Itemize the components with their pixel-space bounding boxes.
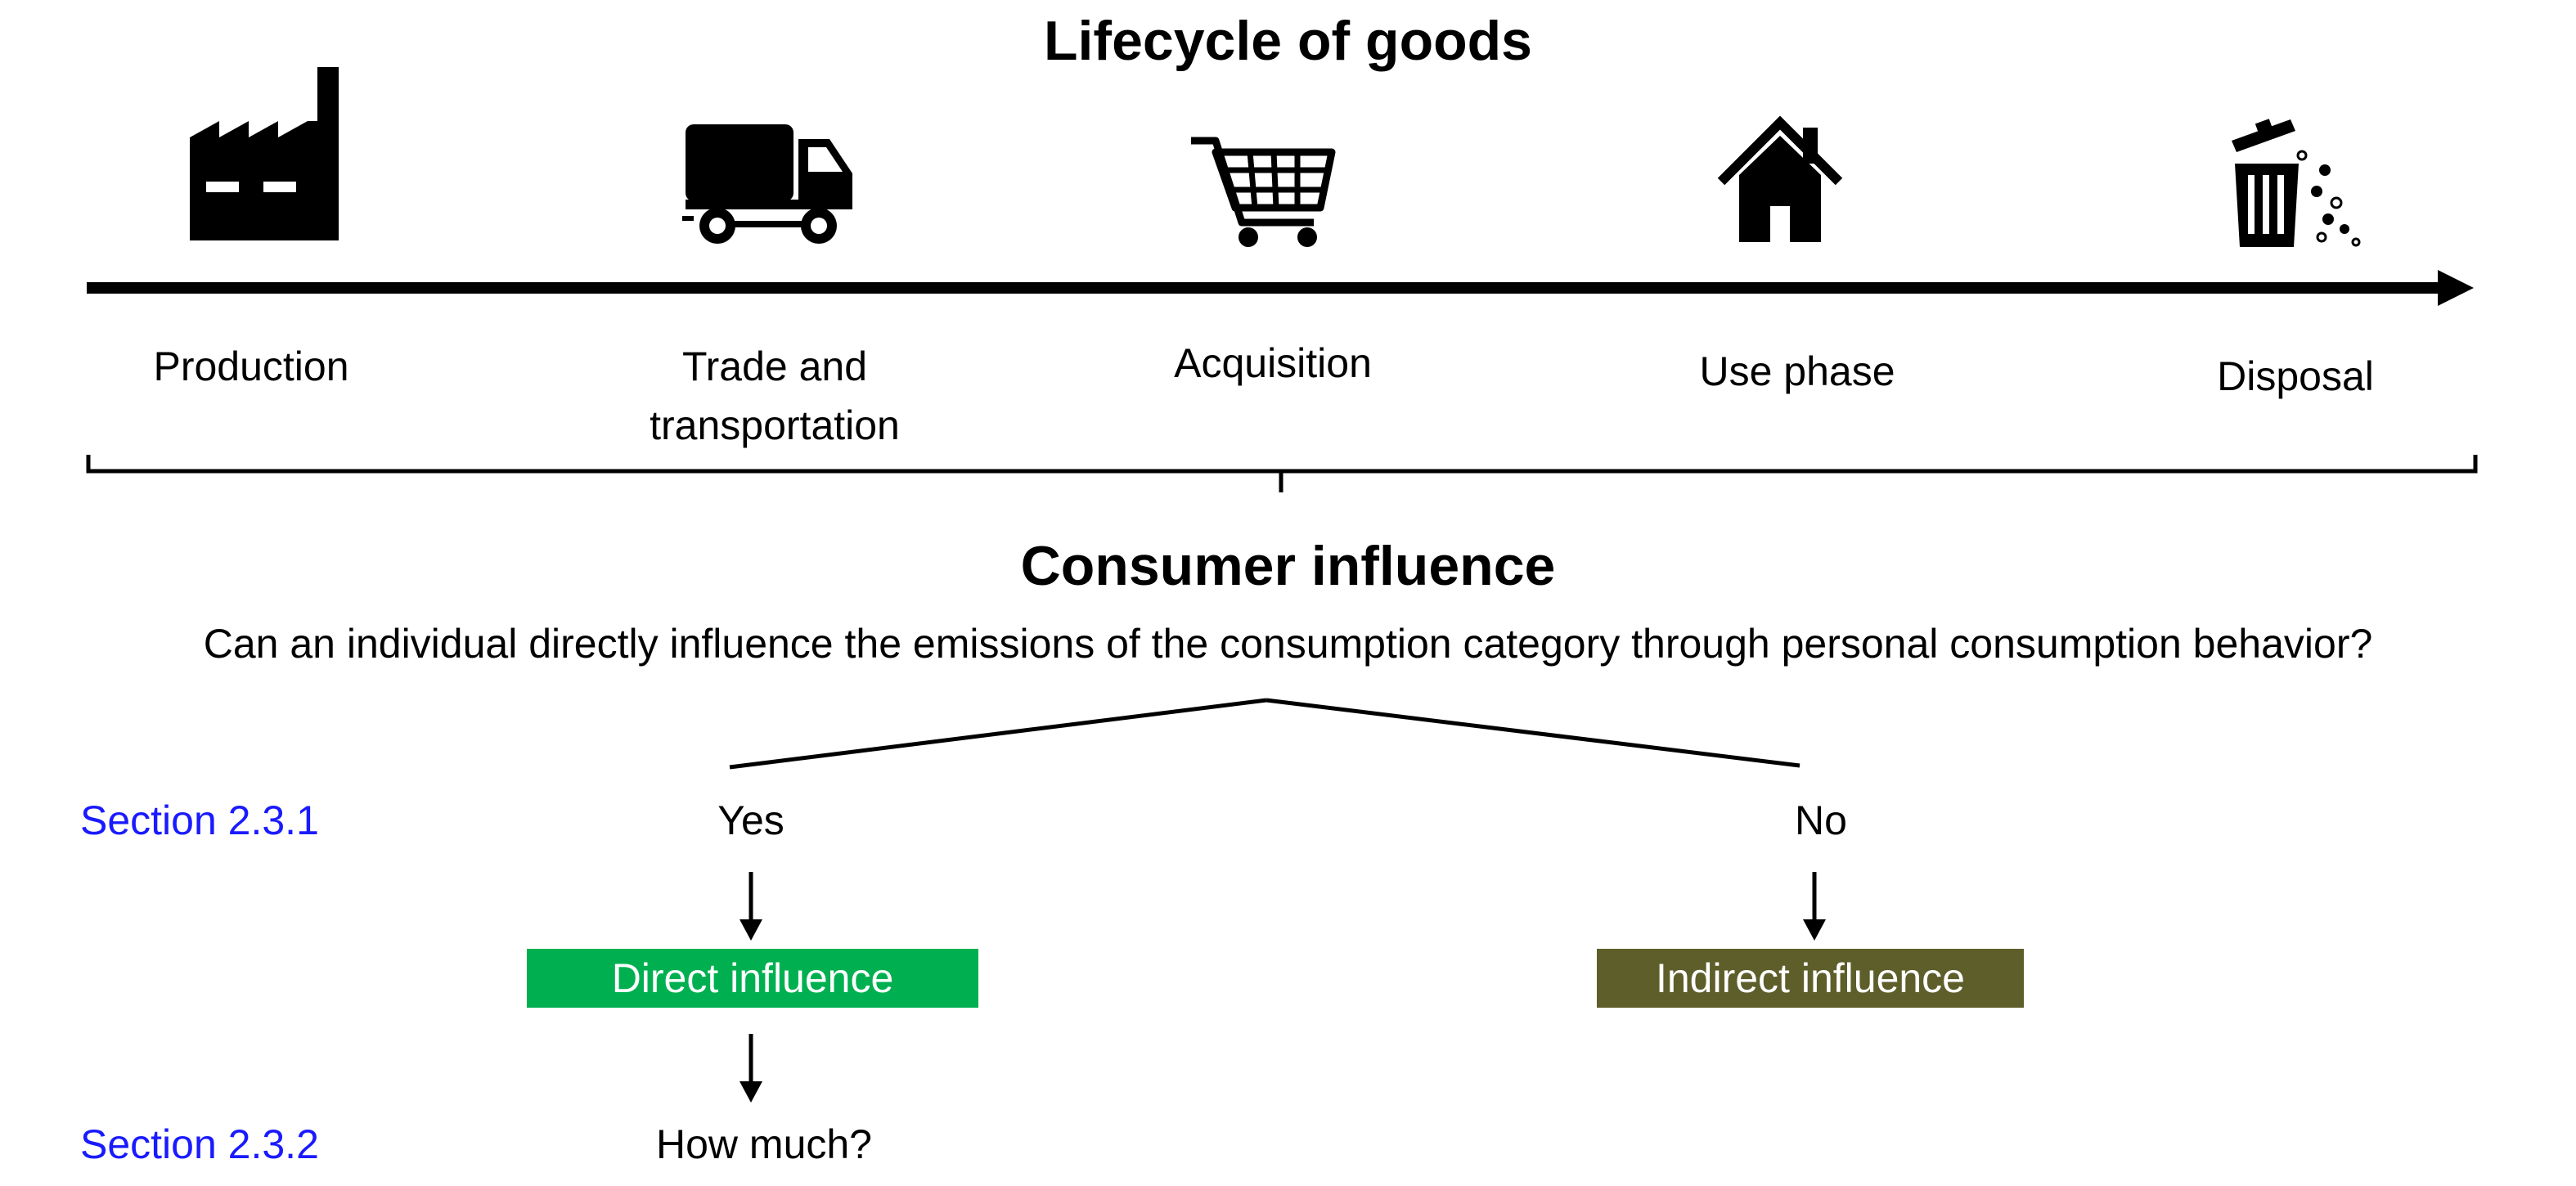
down-arrow-direct [740, 1034, 762, 1103]
house-icon [1717, 115, 1843, 242]
factory-icon [190, 67, 339, 240]
timeline-arrow [87, 270, 2474, 306]
answer-yes: Yes [717, 797, 784, 843]
influence-question: Can an individual directly influence the… [203, 621, 2373, 667]
down-arrow-yes [740, 872, 762, 941]
stage-label-acquisition: Acquisition [1174, 340, 1372, 386]
decision-split [729, 698, 1801, 770]
lifecycle-brace [86, 455, 2478, 492]
section-ref-2-3-2: Section 2.3.2 [80, 1121, 319, 1167]
down-arrow-no [1803, 872, 1826, 941]
indirect-influence-label: Indirect influence [1655, 955, 1965, 1001]
stage-label-use-phase: Use phase [1699, 348, 1895, 394]
stage-label-production: Production [153, 344, 349, 389]
direct-influence-label: Direct influence [611, 955, 894, 1001]
indirect-influence-box: Indirect influence [1597, 949, 2024, 1008]
how-much-label: How much? [656, 1121, 872, 1167]
direct-influence-box: Direct influence [527, 949, 978, 1008]
shopping-cart-icon [1191, 137, 1336, 247]
answer-no: No [1795, 797, 1847, 843]
diagram-title: Lifecycle of goods [1044, 10, 1532, 72]
stage-label-disposal: Disposal [2217, 353, 2374, 399]
consumer-influence-heading: Consumer influence [1020, 535, 1556, 597]
section-ref-2-3-1: Section 2.3.1 [80, 797, 319, 843]
stage-label-trade: Trade and transportation [650, 344, 900, 448]
trash-bin-icon [2232, 119, 2361, 247]
truck-icon [682, 124, 852, 244]
